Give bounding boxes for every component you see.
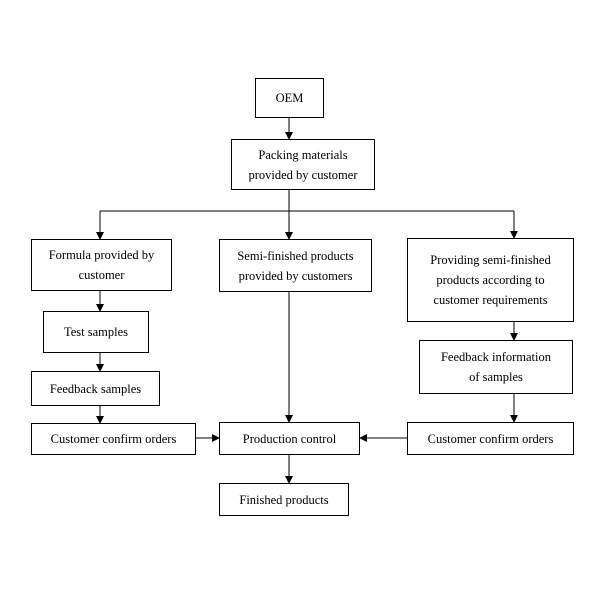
oem-box: OEM: [255, 78, 324, 118]
semi-finished-customers-box: Semi-finished products provided by custo…: [219, 239, 372, 292]
oem-label: OEM: [275, 91, 304, 105]
customer-confirm-orders-right-label: Customer confirm orders: [427, 431, 554, 446]
feedback-samples-label: Feedback samples: [49, 381, 142, 396]
finished-products-label: Finished products: [239, 492, 329, 507]
formula-label: Formula provided by customer: [48, 248, 155, 282]
packing-materials-box: Packing materials provided by customer: [231, 139, 375, 190]
finished-products-box: Finished products: [219, 483, 349, 516]
production-control-label: Production control: [242, 431, 337, 446]
test-samples-box: Test samples: [43, 311, 149, 353]
feedback-samples-box: Feedback samples: [31, 371, 160, 406]
packing-materials-label: Packing materials provided by customer: [248, 147, 358, 182]
providing-semi-finished-label: Providing semi-finished products accordi…: [430, 253, 551, 307]
customer-confirm-orders-left-label: Customer confirm orders: [50, 432, 177, 446]
customer-confirm-orders-right-box: Customer confirm orders: [407, 422, 574, 455]
formula-box: Formula provided by customer: [31, 239, 172, 291]
test-samples-label: Test samples: [63, 325, 129, 339]
production-control-box: Production control: [219, 422, 360, 455]
feedback-information-box: Feedback information of samples: [419, 340, 573, 394]
semi-finished-customers-label: Semi-finished products provided by custo…: [237, 248, 354, 283]
feedback-information-label: Feedback information of samples: [440, 350, 552, 384]
customer-confirm-orders-left-box: Customer confirm orders: [31, 423, 196, 455]
providing-semi-finished-box: Providing semi-finished products accordi…: [407, 238, 574, 322]
